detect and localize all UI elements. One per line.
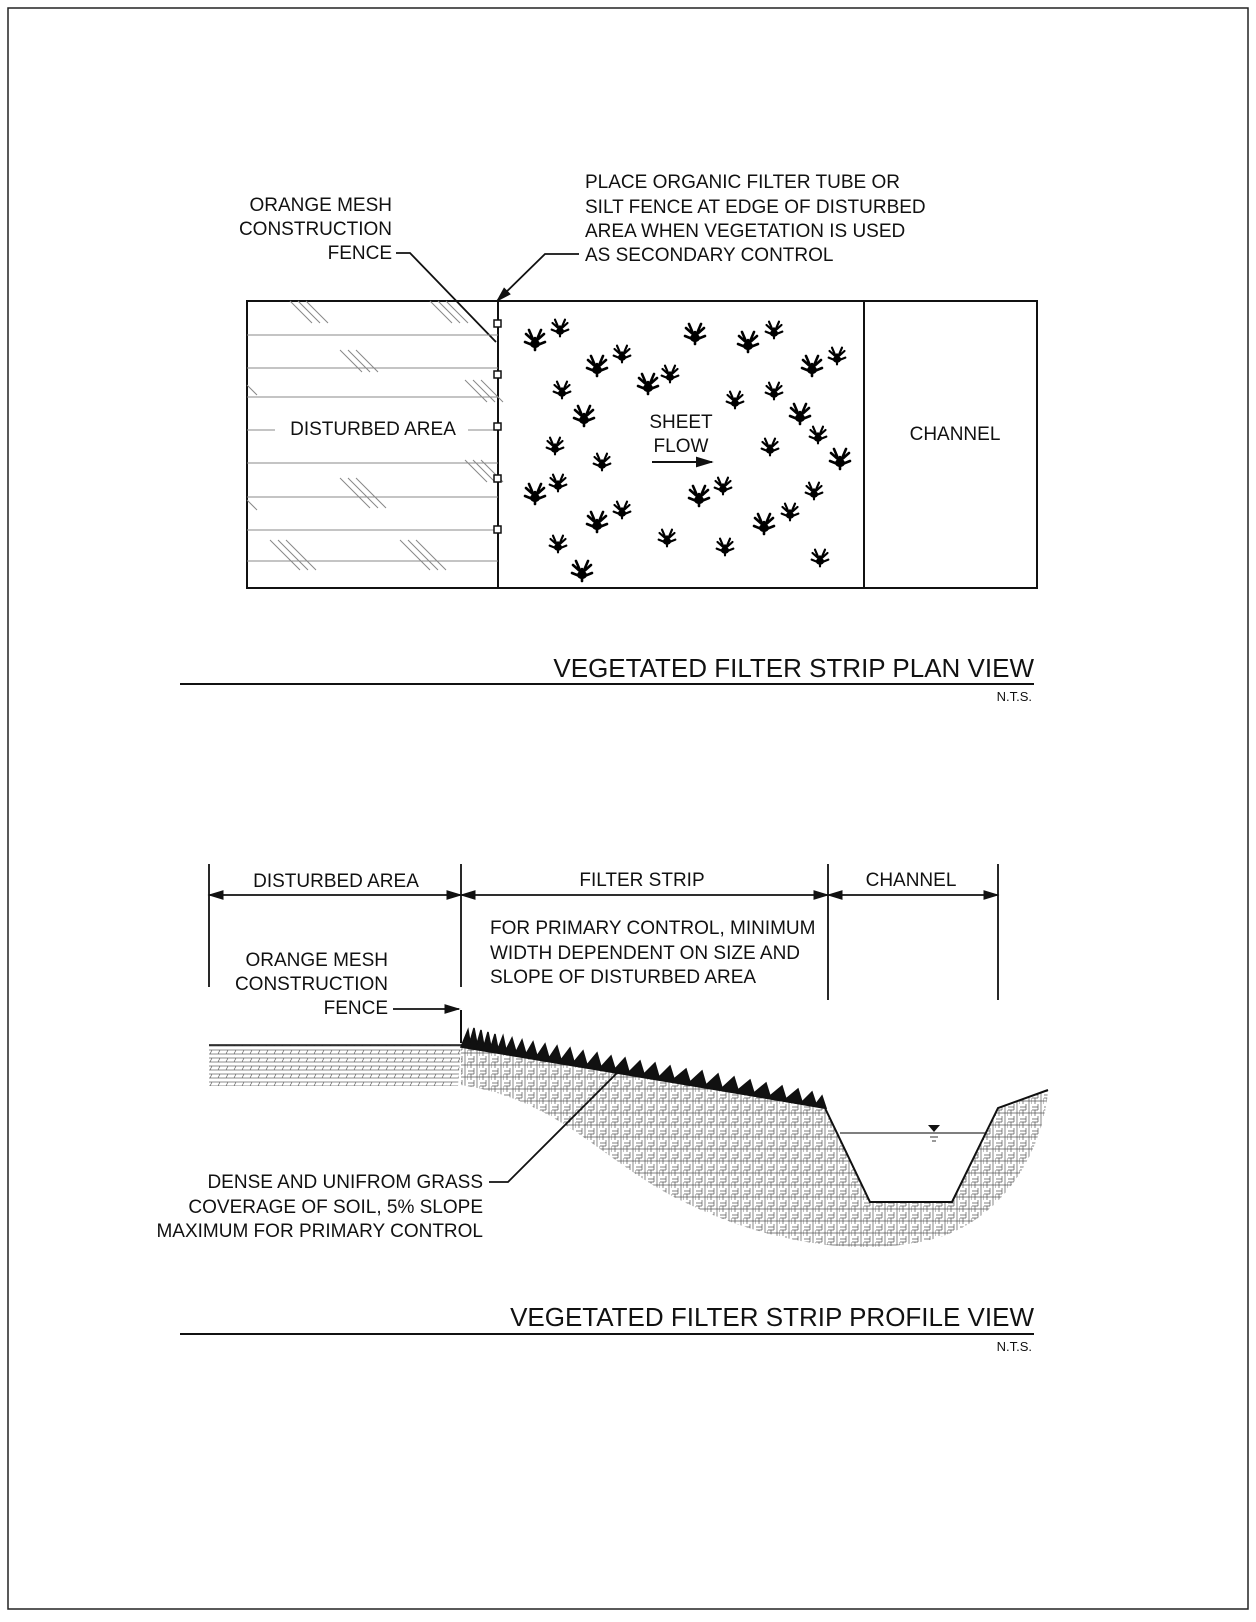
profile-grass-note-line1: DENSE AND UNIFROM GRASS [207,1172,483,1193]
profile-primary-note-line1: FOR PRIMARY CONTROL, MINIMUM [490,918,815,939]
profile-soil [461,1045,1048,1247]
plan-filter-note-line4: AS SECONDARY CONTROL [585,245,833,266]
plan-filter-note-line3: AREA WHEN VEGETATION IS USED [585,221,905,242]
plan-scale-label: N.T.S. [997,689,1032,704]
plan-filter-leader [495,253,579,303]
plan-outline [246,300,1038,589]
profile-primary-note-line3: SLOPE OF DISTURBED AREA [490,967,756,988]
profile-grass-cover [459,1027,828,1109]
profile-fence-label: ORANGE MESH CONSTRUCTION FENCE [235,950,388,1019]
plan-fence-posts [493,319,502,534]
plan-channel-label: CHANNEL [910,424,1001,445]
sheet-border [7,7,1249,1610]
plan-fence-label-line2: CONSTRUCTION [239,219,392,240]
profile-fence-label-line2: CONSTRUCTION [235,974,388,995]
plan-sheet-flow-line2: FLOW [654,436,709,457]
plan-fence-label-line1: ORANGE MESH [249,195,392,216]
plan-fence-leader [396,252,497,343]
plan-sheet-flow-line1: SHEET [649,412,713,433]
profile-fence-label-line1: ORANGE MESH [245,950,388,971]
plan-fence-label: ORANGE MESH CONSTRUCTION FENCE [239,195,392,264]
plan-filter-note-line1: PLACE ORGANIC FILTER TUBE OR [585,172,900,193]
profile-grass-note-line2: COVERAGE OF SOIL, 5% SLOPE [188,1197,483,1218]
profile-scale-label: N.T.S. [997,1339,1032,1354]
profile-extension-lines [208,864,999,1000]
profile-fence-label-line3: FENCE [324,998,388,1019]
profile-dim-filter-strip-label: FILTER STRIP [579,870,704,891]
profile-primary-note-line2: WIDTH DEPENDENT ON SIZE AND [490,943,800,964]
water-level-icon [928,1125,940,1132]
profile-grass-leader [489,1064,626,1183]
plan-view-title: VEGETATED FILTER STRIP PLAN VIEW [553,653,1034,683]
plan-filter-note: PLACE ORGANIC FILTER TUBE OR SILT FENCE … [585,172,926,266]
profile-existing-ground [209,1045,461,1086]
profile-grass-note: DENSE AND UNIFROM GRASS COVERAGE OF SOIL… [156,1172,483,1242]
plan-filter-note-line2: SILT FENCE AT EDGE OF DISTURBED [585,197,926,218]
plan-view: ORANGE MESH CONSTRUCTION FENCE PLACE ORG… [180,172,1038,704]
profile-view: DISTURBED AREA FILTER STRIP CHANNEL FOR … [156,864,1049,1354]
plan-disturbed-hatching [246,300,504,571]
plan-fence-label-line3: FENCE [328,243,392,264]
plan-disturbed-area-label: DISTURBED AREA [290,419,456,440]
profile-dim-channel-label: CHANNEL [866,870,957,891]
profile-primary-note: FOR PRIMARY CONTROL, MINIMUM WIDTH DEPEN… [490,918,815,988]
profile-view-title: VEGETATED FILTER STRIP PROFILE VIEW [510,1302,1034,1332]
profile-grass-note-line3: MAXIMUM FOR PRIMARY CONTROL [156,1221,483,1242]
profile-dim-disturbed-label: DISTURBED AREA [253,871,419,892]
